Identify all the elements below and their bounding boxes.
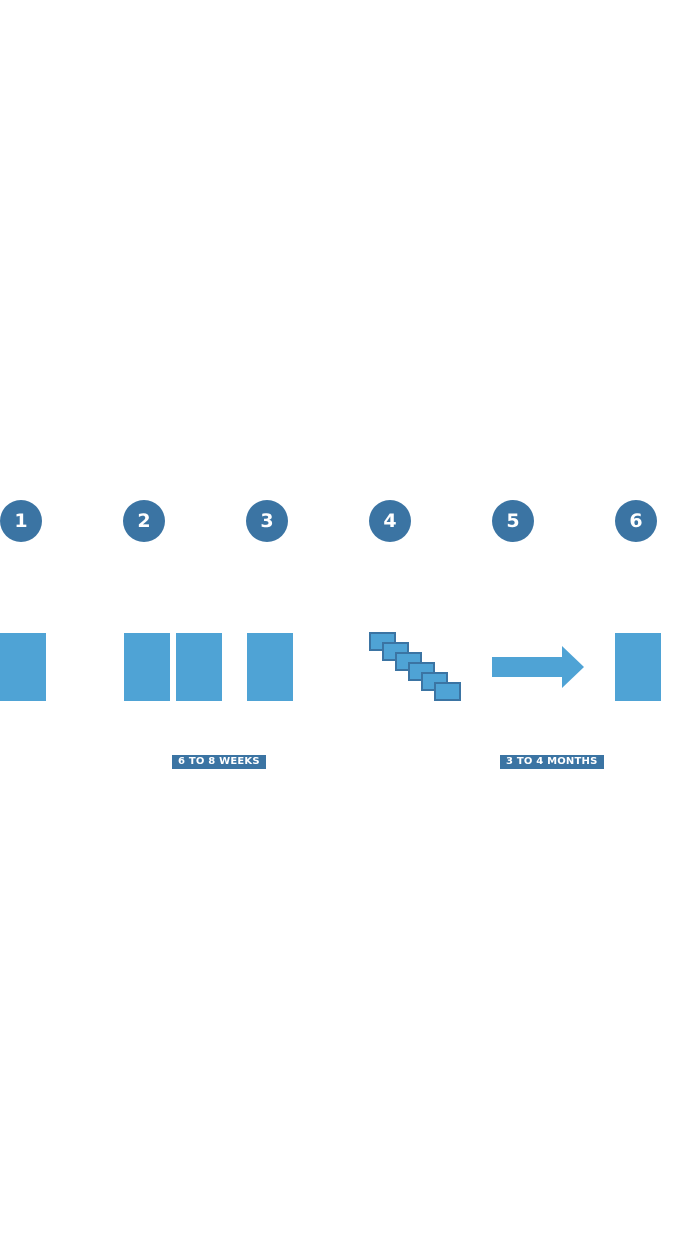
step-2-page-right-icon: [176, 633, 222, 701]
step-1-badge: 1: [0, 500, 42, 542]
step-5-right-arrow-icon: [492, 646, 584, 688]
duration-label-weeks: 6 TO 8 WEEKS: [172, 755, 266, 769]
step-3-badge: 3: [246, 500, 288, 542]
step-6-page-icon: [615, 633, 661, 701]
duration-label-months: 3 TO 4 MONTHS: [500, 755, 604, 769]
step-5-badge: 5: [492, 500, 534, 542]
step-3-page-icon: [247, 633, 293, 701]
step-1-page-icon: [0, 633, 46, 701]
step-2-page-left-icon: [124, 633, 170, 701]
stacked-page-icon: [434, 682, 461, 701]
step-6-badge: 6: [615, 500, 657, 542]
step-4-badge: 4: [369, 500, 411, 542]
step-2-badge: 2: [123, 500, 165, 542]
